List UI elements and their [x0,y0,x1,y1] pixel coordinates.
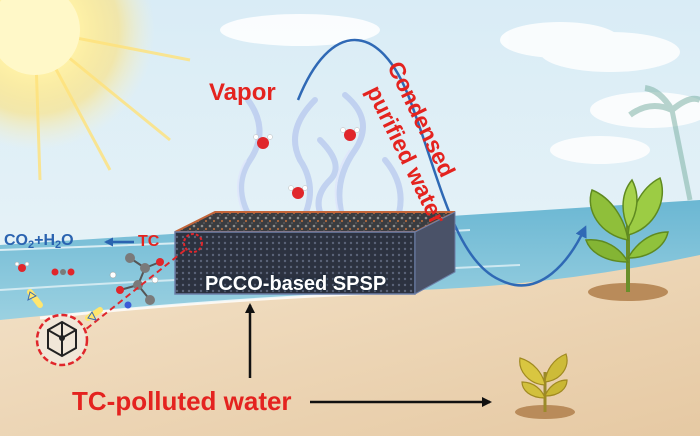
tc-molecule-icon [109,253,164,309]
product-molecule-icon [14,261,75,276]
water-molecule-icon [253,127,360,199]
wilted-plant-icon [515,353,575,419]
vapor-plume-icon [238,92,404,228]
palm-tree [628,85,700,201]
zoom-indicator [183,233,203,253]
clouds [220,14,700,164]
h2o-suffix: O [61,232,74,249]
light-arrows [27,289,103,321]
condensate-flow-arrow [296,39,587,287]
co2-mid: +H [34,232,56,249]
co2-h2o-label: CO2+H2O [4,233,74,251]
co2-subscript: 2 [28,239,35,251]
sun-icon [0,0,191,181]
spsp-label: PCCO-based SPSP [205,273,387,295]
zoom-link-line [84,249,186,331]
healthy-plant-icon [584,176,669,301]
catalyst-cage-icon [35,313,89,367]
vapor-label: Vapor [209,79,276,106]
co2-prefix: CO [4,232,28,249]
spsp-evaporator [174,211,456,295]
tc-label: TC [138,233,160,250]
h2o-subscript: 2 [55,239,62,251]
polluted-water-label: TC-polluted water [72,386,292,416]
